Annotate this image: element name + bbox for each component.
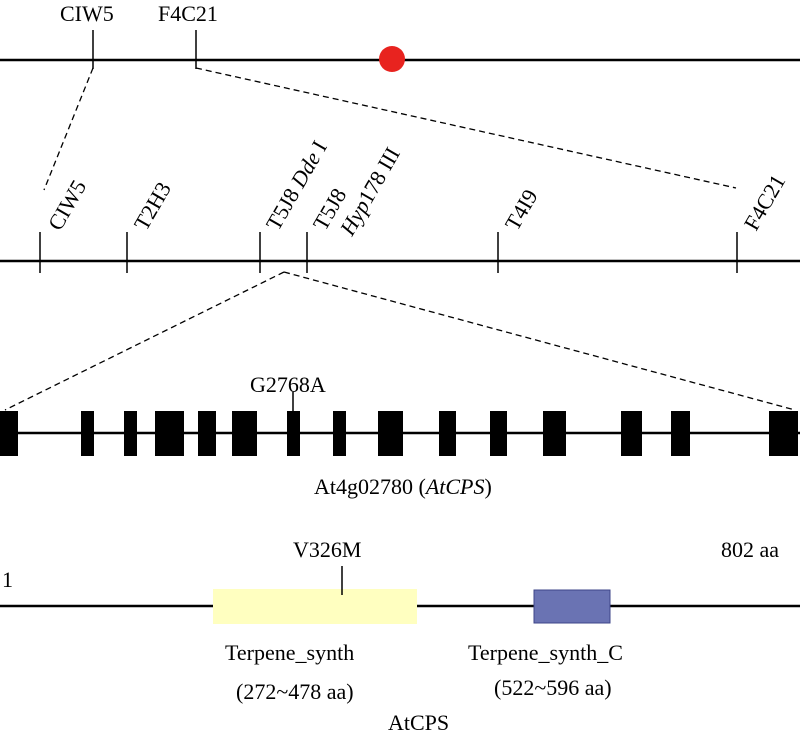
exon (378, 411, 403, 456)
marker-label-ciw5: CIW5 (60, 1, 114, 26)
gene-structure: G2768A At4g02780 (AtCPS) (0, 372, 800, 499)
exon (543, 411, 566, 456)
exon (490, 411, 507, 456)
gene-name-label: At4g02780 (AtCPS) (314, 474, 492, 499)
zoom-line-right (283, 271, 796, 411)
gene-name-suffix: ) (485, 474, 492, 499)
gene-mutation-label: G2768A (250, 372, 326, 397)
domain-name-label: Terpene_synth (225, 640, 354, 665)
exon (621, 411, 642, 456)
marker-label-ciw5: CIW5 (43, 175, 92, 234)
exon (287, 411, 300, 456)
exon (198, 411, 216, 456)
zoom-line-right (195, 67, 737, 189)
gene-name-italic: AtCPS (424, 474, 485, 499)
protein-structure: V326M 802 aa 1 Terpene_synth (272~478 aa… (0, 537, 800, 735)
exon (439, 411, 456, 456)
exon (671, 411, 690, 456)
exon (232, 411, 257, 456)
exon (81, 411, 94, 456)
protein-start-label: 1 (2, 567, 13, 592)
protein-name-label: AtCPS (388, 710, 449, 735)
domain-terpene-synth-c (533, 589, 611, 624)
protein-length-label: 802 aa (721, 537, 779, 562)
domain-range-label: (522~596 aa) (494, 675, 612, 700)
zoom-line-left (4, 271, 285, 411)
enzyme-roman: 178 III (353, 143, 405, 208)
gene-name-prefix: At4g02780 ( (314, 474, 426, 499)
exon (155, 411, 184, 456)
fine-map: CIW5 T2H3 T5J8 Dde I T5J8 Hyp178 III T4I… (0, 136, 800, 273)
exon (124, 411, 137, 456)
exon (769, 411, 798, 456)
chromosome-overview: CIW5 F4C21 (0, 1, 800, 72)
domain-terpene-synth (213, 589, 417, 624)
exon (333, 411, 346, 456)
exon (0, 411, 18, 456)
domain-name-label: Terpene_synth_C (468, 640, 623, 665)
protein-mutation-label: V326M (293, 537, 361, 562)
marker-label-t2h3: T2H3 (129, 178, 176, 235)
marker-label-f4c21: F4C21 (739, 170, 791, 234)
domain-range-label: (272~478 aa) (236, 679, 354, 704)
marker-label-t4i9: T4I9 (500, 185, 543, 235)
marker-label-f4c21: F4C21 (158, 1, 218, 26)
centromere (379, 46, 405, 72)
marker-label-hyp178: Hyp178 III (334, 143, 405, 240)
zoom-line-left (43, 67, 94, 191)
